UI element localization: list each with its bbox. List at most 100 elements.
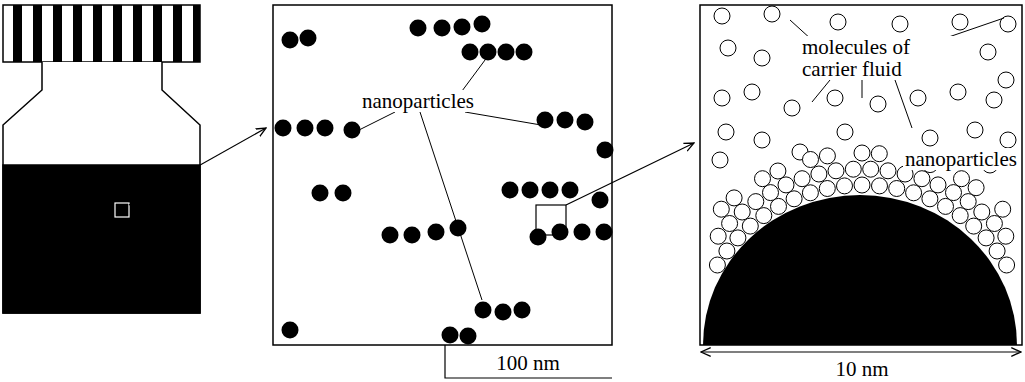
particle-dot <box>514 302 531 319</box>
nanoparticle <box>703 195 1017 345</box>
particle-dot <box>754 132 770 148</box>
particle-dot <box>845 161 861 177</box>
scale-label: 100 nm <box>494 352 562 374</box>
particle-dot <box>297 120 314 137</box>
particle-dot <box>892 16 908 32</box>
particle-dot <box>974 204 990 220</box>
particle-dot <box>530 229 547 246</box>
particle-dot <box>714 8 730 24</box>
particle-dot <box>460 328 477 345</box>
particle-dot <box>516 44 533 61</box>
particle-dot <box>763 185 779 201</box>
particle-dot <box>922 191 938 207</box>
zoom-panel <box>273 5 612 345</box>
particle-dot <box>718 124 734 140</box>
particle-dot <box>317 120 334 137</box>
particle-dot <box>282 322 299 339</box>
particle-dot <box>986 216 1002 232</box>
particle-dot <box>714 90 730 106</box>
particle-dot <box>748 194 764 210</box>
particle-dot <box>978 230 994 246</box>
particle-dot <box>480 44 497 61</box>
particle-dot <box>710 228 726 244</box>
particle-dot <box>382 227 399 244</box>
particle-dot <box>428 224 445 241</box>
bottle <box>3 5 200 313</box>
particle-dot <box>952 14 968 30</box>
particle-dot <box>498 44 515 61</box>
particle-dot <box>1000 132 1016 148</box>
particle-dot <box>938 198 954 214</box>
particle-dot <box>722 216 738 232</box>
particle-dot <box>719 243 735 259</box>
particle-dot <box>764 6 780 22</box>
particle-dot <box>742 218 758 234</box>
particle-dot <box>863 161 879 177</box>
particle-dot <box>282 32 299 49</box>
particle-dot <box>837 124 853 140</box>
particle-dot <box>966 218 982 234</box>
particle-dot <box>819 181 835 197</box>
particle-dot <box>597 142 614 159</box>
particle-dot <box>335 185 352 202</box>
particle-dot <box>778 177 794 193</box>
particle-dot <box>712 152 728 168</box>
particle-dot <box>713 201 729 217</box>
particle-dot <box>811 166 827 182</box>
scale-bar <box>701 351 1021 352</box>
particle-dot <box>475 302 492 319</box>
particle-dot <box>803 152 819 168</box>
particle-dot <box>968 180 984 196</box>
particle-dot <box>954 171 970 187</box>
particle-dot <box>827 90 843 106</box>
particle-dot <box>730 230 746 246</box>
particle-dot <box>410 20 427 37</box>
particle-dot <box>967 122 983 138</box>
callout-label: nanoparticles <box>360 90 476 112</box>
nanoparticle-chains <box>275 16 614 345</box>
particle-dot <box>986 92 1002 108</box>
zoom-arrow <box>129 128 266 205</box>
particle-dot <box>577 114 594 131</box>
particle-dot <box>999 257 1015 273</box>
particle-dot <box>880 163 896 179</box>
particle-dot <box>404 227 421 244</box>
particle-dot <box>837 178 853 194</box>
particle-dot <box>854 145 870 161</box>
particle-dot <box>755 171 771 187</box>
particle-dot <box>592 192 609 209</box>
particle-dot <box>495 304 512 321</box>
particle-dot <box>870 96 886 112</box>
particle-dot <box>950 84 966 100</box>
particle-dot <box>275 120 292 137</box>
particle-dot <box>709 257 725 273</box>
particle-dot <box>960 194 976 210</box>
particle-dot <box>989 243 1005 259</box>
particle-dot <box>998 72 1014 88</box>
particle-dot <box>871 146 887 162</box>
particle-dot <box>819 148 835 164</box>
zoom-arrow <box>566 143 694 205</box>
particle-dot <box>998 228 1014 244</box>
particle-dot <box>434 20 451 37</box>
particle-dot <box>784 100 800 116</box>
zoom-panel <box>700 5 1022 345</box>
particle-dot <box>557 112 574 129</box>
particle-dot <box>734 204 750 220</box>
particle-dot <box>995 201 1011 217</box>
scale-bar <box>445 345 612 378</box>
particle-dot <box>537 112 554 129</box>
particle-dot <box>802 185 818 201</box>
particle-dot <box>300 30 317 47</box>
callout-label: nanoparticles <box>903 148 1019 170</box>
particle-dot <box>786 191 802 207</box>
particle-dot <box>726 190 742 206</box>
particle-dot <box>980 44 996 60</box>
particle-dot <box>770 163 786 179</box>
leader-lines <box>357 56 541 300</box>
zoom-window <box>536 205 566 235</box>
particle-dot <box>502 182 519 199</box>
particle-dot <box>574 224 591 241</box>
particle-dot <box>596 224 613 241</box>
particle-dot <box>562 182 579 199</box>
